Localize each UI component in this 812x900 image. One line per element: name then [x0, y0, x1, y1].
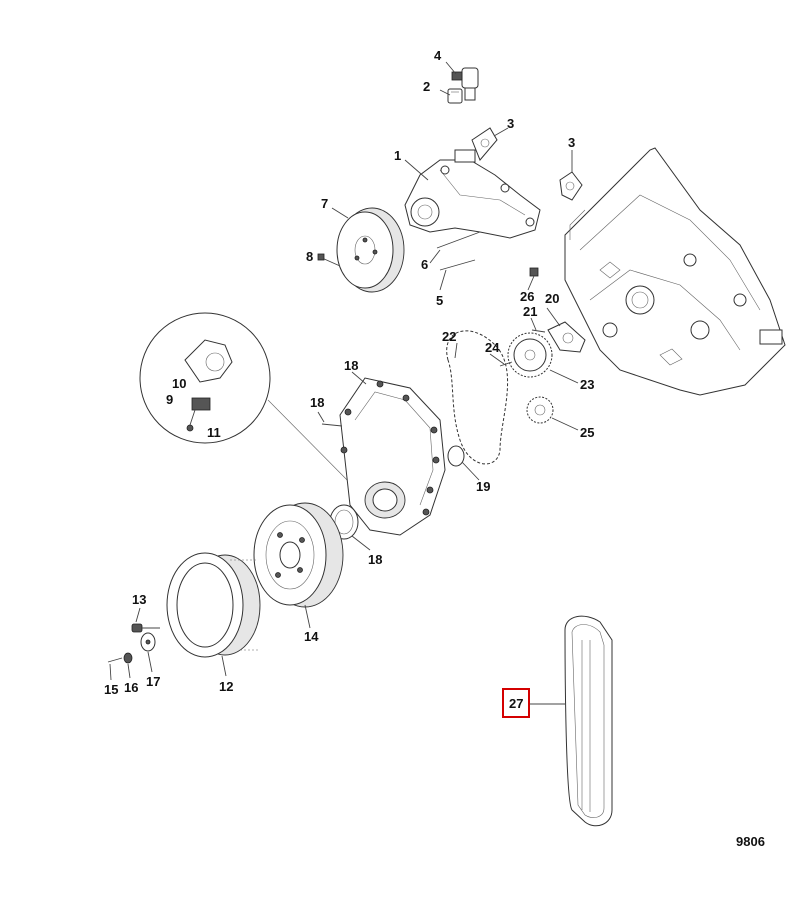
leader-lines: [109, 61, 579, 705]
callout-5[interactable]: 5: [436, 293, 443, 308]
stud-6: [436, 231, 481, 249]
selection-box[interactable]: [502, 688, 530, 718]
engine-block: [564, 147, 786, 396]
washer-16: [123, 652, 133, 664]
crank-sprocket: [526, 396, 554, 424]
harmonic-balancer: [253, 502, 344, 608]
detail-inset: [139, 312, 356, 489]
thrust-plate: [547, 321, 586, 353]
callout-24[interactable]: 24: [485, 340, 500, 355]
callout-23[interactable]: 23: [580, 377, 594, 392]
callout-27[interactable]: 27: [509, 696, 523, 711]
washer-17: [140, 632, 156, 652]
callout-9[interactable]: 9: [166, 392, 173, 407]
callout-2[interactable]: 2: [423, 79, 430, 94]
callout-8[interactable]: 8: [306, 249, 313, 264]
crankshaft-pulley: [166, 552, 261, 658]
callout-18[interactable]: 18: [344, 358, 358, 373]
serpentine-belt: [564, 615, 613, 827]
callout-6[interactable]: 6: [421, 257, 428, 272]
callout-14[interactable]: 14: [304, 629, 319, 644]
bolt-15: [107, 657, 123, 663]
bolt-8: [317, 253, 341, 267]
callout-17[interactable]: 17: [146, 674, 160, 689]
bolt-13: [131, 623, 160, 633]
callout-18[interactable]: 18: [368, 552, 382, 567]
callout-10[interactable]: 10: [172, 376, 186, 391]
callout-22[interactable]: 22: [442, 329, 456, 344]
sensor-part: [447, 88, 463, 104]
callout-25[interactable]: 25: [580, 425, 594, 440]
temperature-fitting: [451, 67, 479, 101]
callout-3[interactable]: 3: [507, 116, 514, 131]
callout-12[interactable]: 12: [219, 679, 233, 694]
figure-number: 9806: [736, 834, 765, 849]
callout-3[interactable]: 3: [568, 135, 575, 150]
callout-15[interactable]: 15: [104, 682, 118, 697]
cam-sprocket: [507, 332, 553, 378]
callout-19[interactable]: 19: [476, 479, 490, 494]
gasket-right: [559, 171, 583, 201]
water-pump: [404, 149, 541, 239]
timing-cover: [339, 377, 446, 536]
callout-1[interactable]: 1: [394, 148, 401, 163]
callout-21[interactable]: 21: [523, 304, 537, 319]
callout-7[interactable]: 7: [321, 196, 328, 211]
callout-11[interactable]: 11: [207, 425, 221, 440]
callout-4[interactable]: 4: [434, 48, 442, 63]
cover-bolt: [321, 423, 343, 427]
callouts: 4 2 3 3 1 7 8 6 5 26 20 21 22 24 18 23 1…: [104, 48, 594, 697]
callout-20[interactable]: 20: [545, 291, 559, 306]
seal-19: [447, 445, 465, 467]
callout-27-highlighted[interactable]: 27: [502, 688, 530, 718]
callout-16[interactable]: 16: [124, 680, 138, 695]
timing-chain: [446, 330, 509, 465]
gasket-left: [471, 127, 498, 161]
stud-5: [439, 259, 476, 271]
callout-26[interactable]: 26: [520, 289, 534, 304]
callout-13[interactable]: 13: [132, 592, 146, 607]
callout-18[interactable]: 18: [310, 395, 324, 410]
water-pump-pulley: [336, 207, 405, 293]
